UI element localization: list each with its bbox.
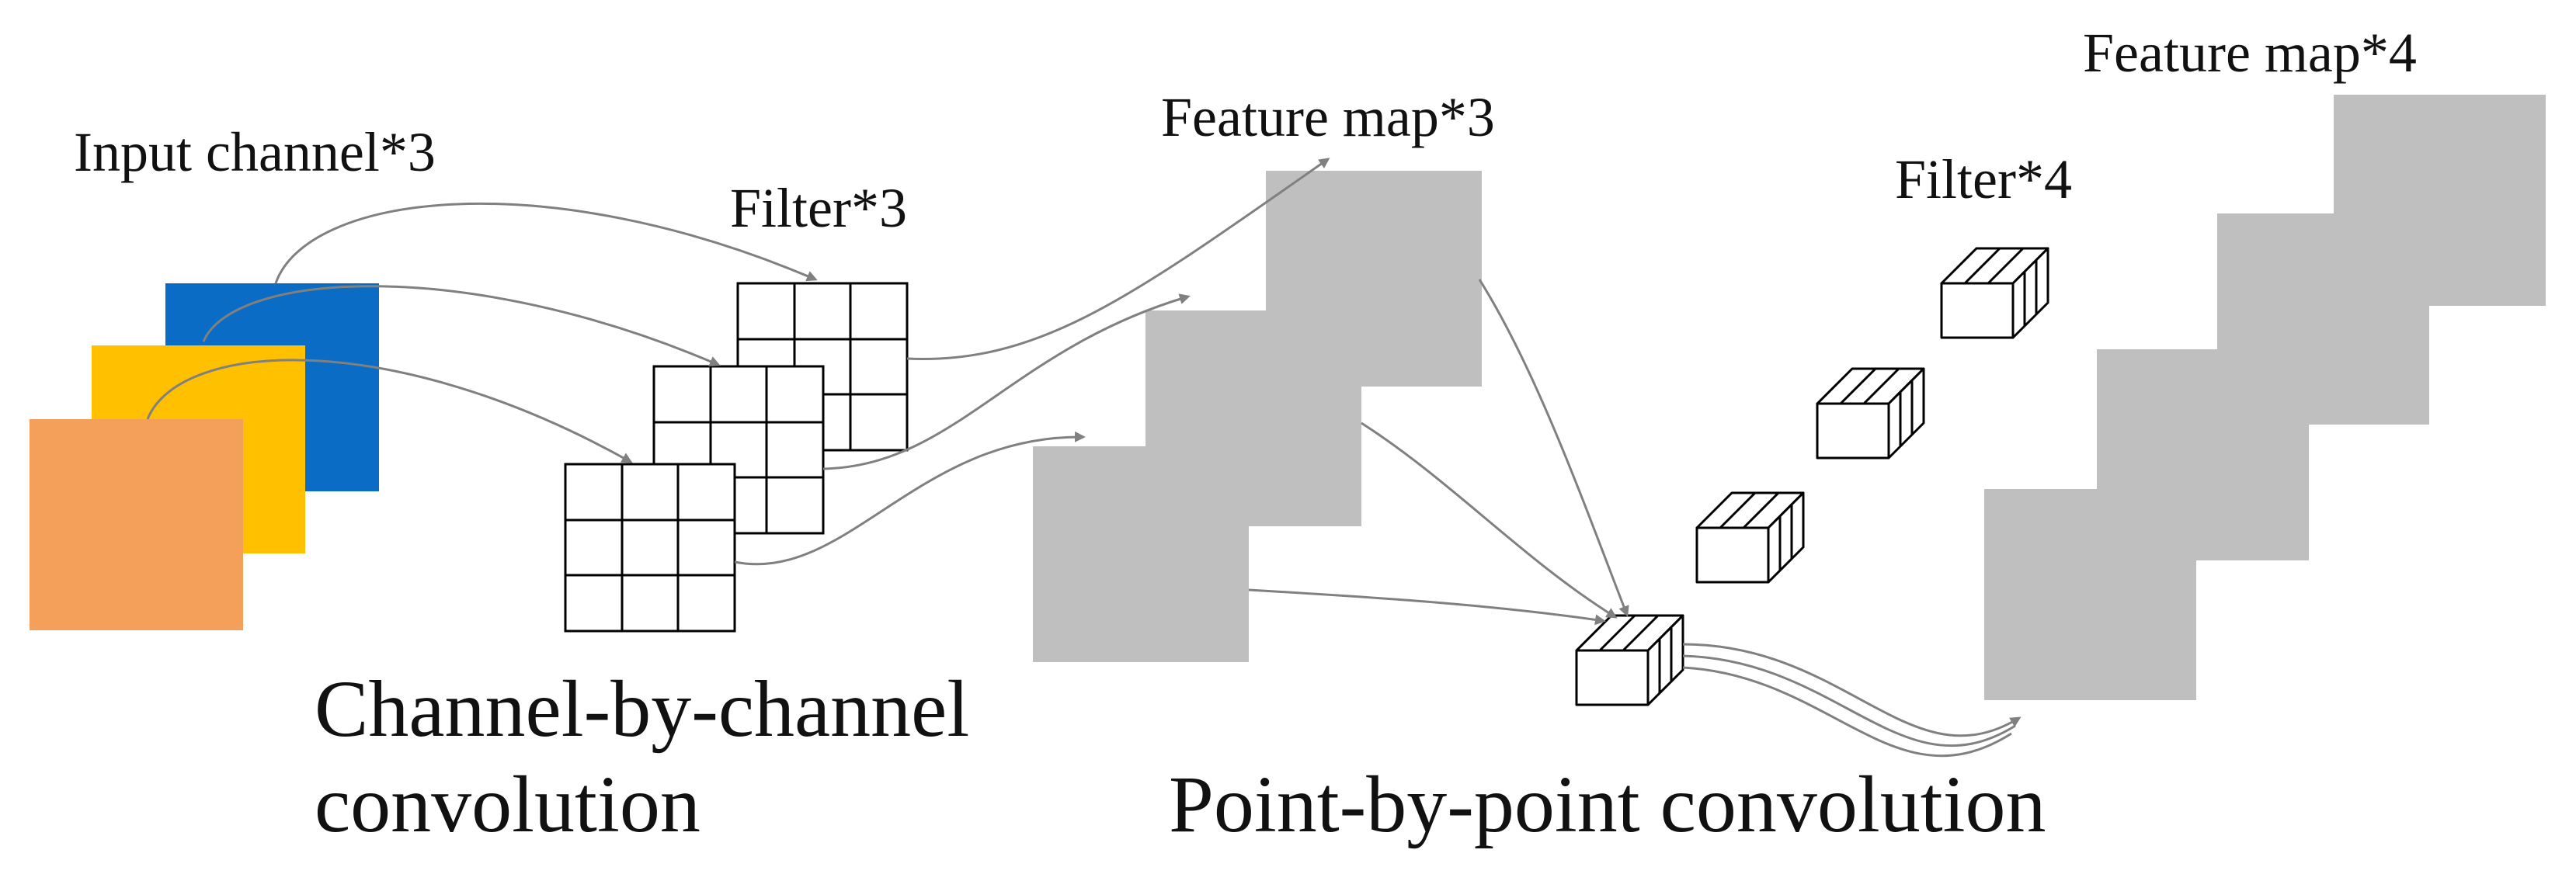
arrows — [146, 158, 2022, 758]
pointwise-filter-1 — [1940, 247, 2049, 339]
arrow-map3-to-pointwise — [1248, 588, 1606, 626]
filters-stage1 — [564, 282, 909, 633]
filter-4-label: Filter*4 — [1895, 148, 2072, 210]
arrow-pointwise-to-output-3 — [1682, 666, 2012, 758]
arrow-filter1-to-map1 — [906, 158, 1330, 360]
pointwise-filter-2 — [1816, 367, 1925, 460]
arrow-map1-to-pointwise — [1478, 279, 1629, 617]
arrow-pointwise-to-output-2 — [1682, 654, 2016, 747]
feature-map-3-label: Feature map*3 — [1161, 86, 1495, 148]
feature-maps-stage1 — [1033, 171, 1482, 662]
filter-grid-3 — [564, 463, 736, 633]
arrow-map2-to-pointwise — [1361, 421, 1618, 619]
output-feature-map-4 — [1984, 489, 2196, 700]
feature-map-4-label: Feature map*4 — [2083, 22, 2417, 84]
input-channel-orange — [30, 419, 243, 630]
arrow-filter3-to-map3 — [734, 431, 1086, 566]
arrow-input-to-filter-1 — [274, 202, 818, 284]
filters-stage2 — [1575, 247, 2049, 706]
arrow-filter2-to-map2 — [822, 293, 1191, 470]
pointwise-filter-active — [1575, 614, 1684, 706]
feature-map-3 — [1033, 446, 1249, 662]
arrow-input-to-filter-3 — [146, 359, 633, 463]
pointwise-filter-3 — [1695, 491, 1805, 584]
point-conv-label: Point-by-point convolution — [1169, 760, 2046, 849]
arrow-input-to-filter-2 — [202, 285, 721, 367]
feature-maps-stage2 — [1984, 95, 2546, 700]
arrow-pointwise-to-output-1 — [1682, 643, 2022, 737]
filter-3-label: Filter*3 — [730, 177, 907, 239]
channel-conv-label-line2: convolution — [315, 760, 700, 849]
input-channels — [30, 283, 379, 630]
channel-conv-label-line1: Channel-by-channel — [315, 664, 970, 754]
input-channel-label: Input channel*3 — [74, 121, 436, 183]
